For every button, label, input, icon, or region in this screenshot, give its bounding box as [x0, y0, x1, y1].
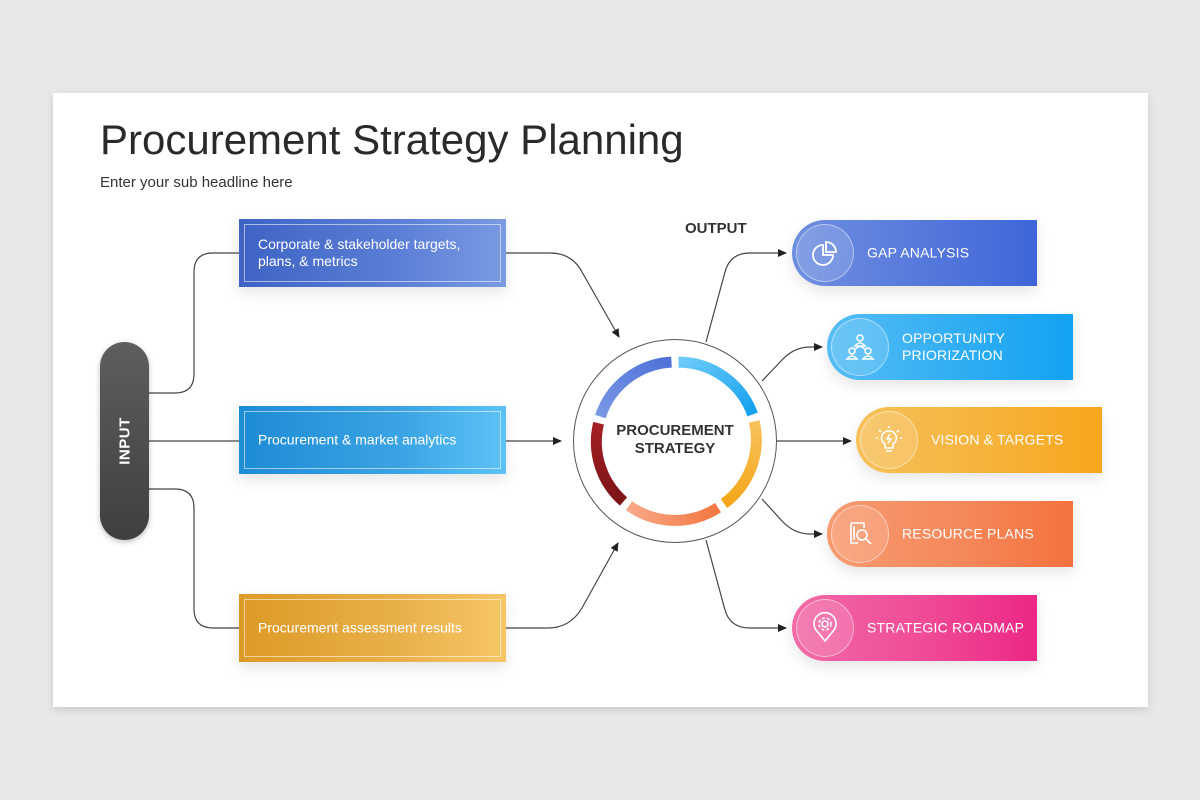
output-vision-targets[interactable]: VISION & TARGETS	[856, 407, 1102, 473]
input-box-corporate-targets[interactable]: Corporate & stakeholder targets, plans, …	[239, 219, 506, 287]
output-label: OUTPUT	[685, 220, 747, 237]
page-title: Procurement Strategy Planning	[100, 116, 684, 163]
ring-segment-crimson	[590, 421, 628, 506]
team-hierarchy-icon	[831, 318, 889, 376]
input-box-market-analytics[interactable]: Procurement & market analytics	[239, 406, 506, 474]
input-label: INPUT	[116, 417, 133, 465]
ring-segment-blue	[595, 356, 672, 419]
box-inner-border	[244, 411, 501, 469]
document-search-icon	[831, 505, 889, 563]
output-label-text: VISION & TARGETS	[931, 431, 1064, 448]
hub-label: PROCUREMENT STRATEGY	[600, 422, 750, 458]
output-label-line2: PRIORIZATION	[902, 347, 1003, 363]
output-strategic-roadmap[interactable]: STRATEGIC ROADMAP	[792, 595, 1037, 661]
hub-label-line1: PROCUREMENT	[616, 422, 734, 439]
pie-chart-icon	[796, 224, 854, 282]
input-pill: INPUT	[100, 342, 149, 540]
ring-segment-gold	[720, 420, 762, 508]
box-inner-border	[244, 224, 501, 282]
output-opportunity-priorization[interactable]: OPPORTUNITY PRIORIZATION	[827, 314, 1073, 380]
output-label-text: STRATEGIC ROADMAP	[867, 619, 1025, 636]
output-resource-plans[interactable]: RESOURCE PLANS	[827, 501, 1073, 567]
strategy-hub	[573, 339, 777, 543]
hub-label-line2: STRATEGY	[634, 440, 716, 457]
ring-segment-orange	[625, 501, 721, 526]
output-label-text: OPPORTUNITY PRIORIZATION	[902, 330, 1005, 364]
location-gear-icon	[796, 599, 854, 657]
input-box-assessment-results[interactable]: Procurement assessment results	[239, 594, 506, 662]
ring-segment-sky	[678, 356, 758, 417]
output-label-line1: OPPORTUNITY	[902, 330, 1006, 346]
box-inner-border	[244, 599, 501, 657]
output-gap-analysis[interactable]: GAP ANALYSIS	[792, 220, 1037, 286]
output-label-text: GAP ANALYSIS	[867, 244, 970, 261]
output-label-text: RESOURCE PLANS	[902, 525, 1034, 542]
input-box-text: Procurement assessment results	[258, 619, 462, 636]
input-box-text: Corporate & stakeholder targets, plans, …	[258, 236, 461, 269]
hub-ring	[590, 356, 762, 526]
page-subtitle: Enter your sub headline here	[100, 174, 293, 191]
lightbulb-icon	[860, 411, 918, 469]
input-box-text: Procurement & market analytics	[258, 431, 457, 448]
